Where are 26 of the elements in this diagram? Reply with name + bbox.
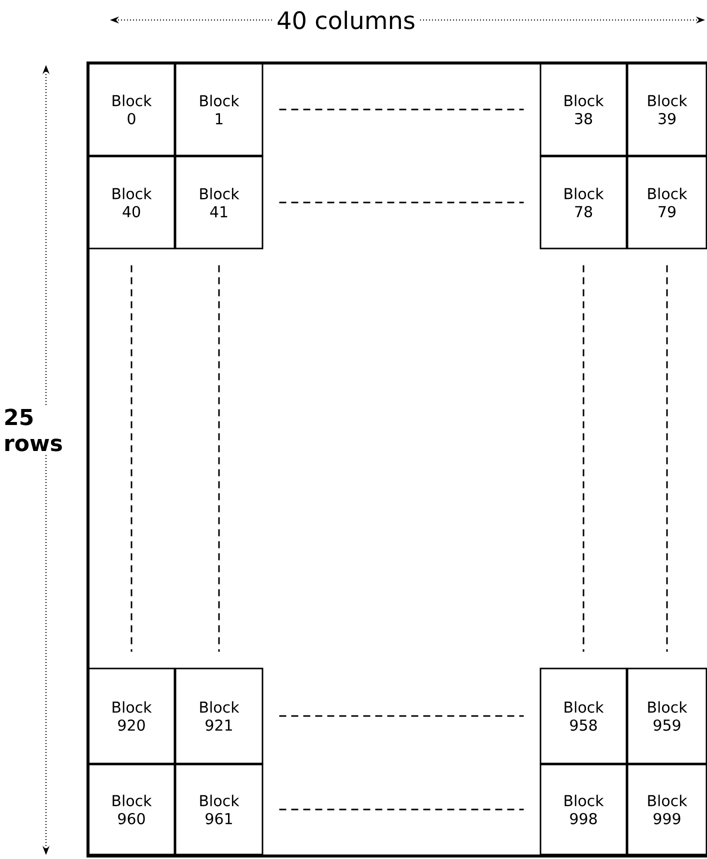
block-cell: Block 39 xyxy=(626,62,707,156)
ellipsis-line xyxy=(666,265,668,652)
ellipsis-line xyxy=(130,265,132,652)
block-cell: Block 78 xyxy=(540,156,628,250)
block-cell: Block 0 xyxy=(88,62,176,156)
block-cell: Block 38 xyxy=(540,62,628,156)
dimension-label: 25 rows xyxy=(5,408,62,452)
block-cell: Block 41 xyxy=(174,156,264,250)
block-cell: Block 959 xyxy=(626,668,707,764)
block-cell: Block 960 xyxy=(88,764,176,856)
ellipsis-line xyxy=(218,265,220,652)
ellipsis-line xyxy=(279,808,524,810)
ellipsis-line xyxy=(582,265,584,652)
ellipsis-line xyxy=(279,715,524,717)
block-cell: Block 998 xyxy=(540,764,628,856)
block-cell: Block 921 xyxy=(174,668,264,764)
block-cell: Block 1 xyxy=(174,62,264,156)
block-cell: Block 999 xyxy=(626,764,707,856)
block-cell: Block 920 xyxy=(88,668,176,764)
ellipsis-line xyxy=(279,108,524,110)
ellipsis-line xyxy=(279,202,524,204)
block-cell: Block 79 xyxy=(626,156,707,250)
dimension-label: 40 columns xyxy=(278,10,414,30)
block-cell: Block 958 xyxy=(540,668,628,764)
block-cell: Block 961 xyxy=(174,764,264,856)
block-cell: Block 40 xyxy=(88,156,176,250)
